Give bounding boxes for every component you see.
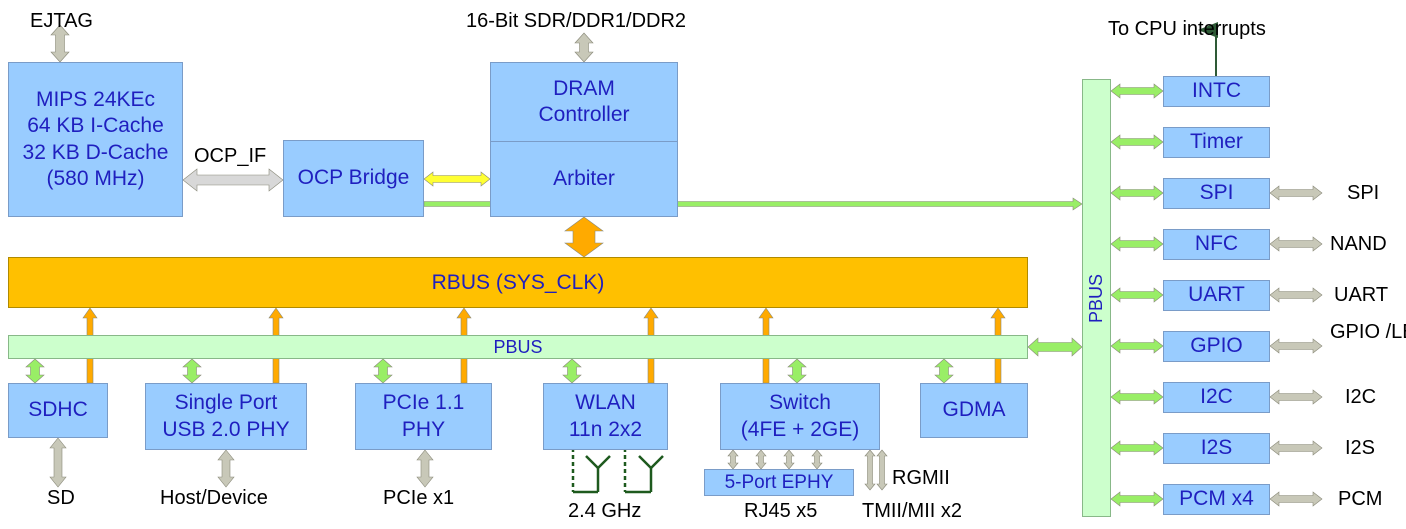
- switch-ephy-arrow-2: [783, 449, 795, 470]
- switch-block: Switch (4FE + 2GE): [720, 383, 880, 450]
- pbus-right-arrow-4: [1110, 287, 1164, 303]
- ocp-bridge-block: OCP Bridge: [283, 140, 424, 217]
- pbus-right-arrow-7: [1110, 440, 1164, 456]
- uart-out-label: UART: [1334, 284, 1389, 306]
- timer-block: Timer: [1163, 127, 1270, 158]
- switch-ephy-arrow-1: [755, 449, 767, 470]
- gpio-block: GPIO: [1163, 331, 1270, 362]
- antenna-icon: [623, 448, 664, 494]
- intc-block: INTC: [1163, 76, 1270, 107]
- pbus-right-arrow-3: [1110, 236, 1164, 252]
- pcie-phy-block: PCIe 1.1 PHY: [355, 383, 492, 450]
- ocp-if-arrow: [182, 168, 284, 192]
- pcie-io-arrow: [416, 449, 434, 488]
- wlan-block: WLAN 11n 2x2: [543, 383, 668, 450]
- spi-out-label: SPI: [1347, 182, 1380, 204]
- external-io-arrow-6: [1269, 491, 1323, 507]
- sdhc-block: SDHC: [8, 383, 108, 438]
- memory-bus-arrow: [574, 32, 594, 63]
- switch-ephy-arrow-3: [811, 449, 823, 470]
- pbus-right-arrow-2: [1110, 185, 1164, 201]
- pbus-horizontal-bar: PBUS: [8, 335, 1028, 359]
- pbus-vertical-bar: PBUS: [1082, 79, 1111, 517]
- arbiter-block: Arbiter: [490, 141, 678, 217]
- tmii-arrow: [876, 449, 888, 491]
- pcm-out-label: PCM: [1338, 488, 1383, 510]
- rgmii-label: RGMII: [892, 467, 950, 489]
- external-io-arrow-3: [1269, 338, 1323, 354]
- pbus-right-arrow-6: [1110, 389, 1164, 405]
- external-io-arrow-1: [1269, 236, 1323, 252]
- pbus-peripheral-arrow-4: [787, 358, 807, 384]
- dram-controller-block: DRAM Controller: [490, 62, 678, 142]
- ephy-block: 5-Port EPHY: [704, 469, 854, 496]
- pbus-peripheral-arrow-5: [934, 358, 954, 384]
- rgmii-arrow: [864, 449, 876, 491]
- pbus-peripheral-arrow-0: [25, 358, 45, 384]
- nfc-block: NFC: [1163, 229, 1270, 260]
- external-io-arrow-2: [1269, 287, 1323, 303]
- pcie-x1-label: PCIe x1: [383, 487, 455, 509]
- i2s-block: I2S: [1163, 433, 1270, 464]
- pcm-block: PCM x4: [1163, 484, 1270, 515]
- ejtag-label: EJTAG: [30, 10, 93, 32]
- pbus-link-arrow: [1027, 337, 1083, 357]
- memory-interface-label: 16-Bit SDR/DDR1/DDR2: [466, 10, 687, 32]
- arbiter-rbus-arrow: [564, 216, 604, 258]
- rbus-bar: RBUS (SYS_CLK): [8, 257, 1028, 308]
- pbus-vertical-label: PBUS: [1086, 273, 1106, 323]
- gpio-out-label: GPIO /LED: [1330, 321, 1406, 343]
- gdma-block: GDMA: [920, 383, 1028, 438]
- to-cpu-interrupts-label: To CPU interrupts: [1108, 18, 1266, 40]
- tmii-label: TMII/MII x2: [862, 500, 962, 522]
- host-device-label: Host/Device: [160, 487, 268, 509]
- usb-phy-block: Single Port USB 2.0 PHY: [145, 383, 307, 450]
- pbus-peripheral-arrow-1: [182, 358, 202, 384]
- bridge-arbiter-arrow: [423, 171, 491, 187]
- pbus-right-arrow-5: [1110, 338, 1164, 354]
- sd-io-arrow: [49, 437, 67, 488]
- spi-block: SPI: [1163, 178, 1270, 209]
- pbus-horizontal-label: PBUS: [493, 336, 543, 357]
- ghz-label: 2.4 GHz: [568, 500, 642, 522]
- nand-out-label: NAND: [1330, 233, 1387, 255]
- uart-block: UART: [1163, 280, 1270, 311]
- pbus-peripheral-arrow-3: [562, 358, 582, 384]
- pbus-right-arrow-0: [1110, 83, 1164, 99]
- usb-io-arrow: [217, 449, 235, 488]
- external-io-arrow-0: [1269, 185, 1323, 201]
- switch-ephy-arrow-0: [727, 449, 739, 470]
- pbus-right-arrow-1: [1110, 134, 1164, 150]
- external-io-arrow-4: [1269, 389, 1323, 405]
- rj45-label: RJ45 x5: [744, 500, 818, 522]
- ocp-if-label: OCP_IF: [194, 145, 267, 167]
- pbus-right-arrow-8: [1110, 491, 1164, 507]
- pbus-peripheral-arrow-2: [373, 358, 393, 384]
- sd-label: SD: [47, 487, 75, 509]
- mips-cpu-block: MIPS 24KEc 64 KB I-Cache 32 KB D-Cache (…: [8, 62, 183, 217]
- i2s-out-label: I2S: [1345, 437, 1376, 459]
- antenna-icon: [571, 448, 611, 494]
- i2c-out-label: I2C: [1345, 386, 1377, 408]
- i2c-block: I2C: [1163, 382, 1270, 413]
- external-io-arrow-5: [1269, 440, 1323, 456]
